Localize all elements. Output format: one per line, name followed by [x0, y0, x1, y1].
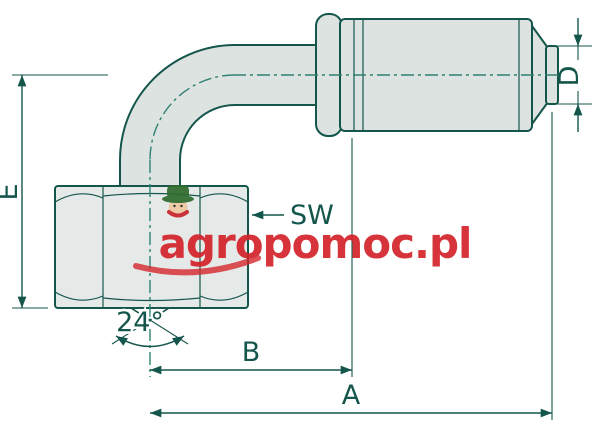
- nut-chamfer-arc: [199, 193, 249, 203]
- logo-swoosh: [133, 255, 261, 276]
- dimension-label-a: A: [342, 380, 361, 411]
- tube-body: [119, 44, 341, 189]
- nut-chamfer-arc: [54, 291, 104, 301]
- dimension-angle: 24°: [111, 305, 189, 348]
- dimension-b: B: [150, 138, 353, 377]
- angle-arc: [115, 335, 185, 348]
- nut-chamfer-arc: [102, 192, 201, 197]
- dimension-a: A: [150, 112, 553, 420]
- mascot-mustache: [167, 210, 189, 218]
- label-backing: [568, 60, 588, 91]
- watermark-text: agropomoc.pl: [159, 219, 472, 268]
- elbow-tube: [119, 44, 341, 189]
- mascot-hat-crown: [167, 185, 189, 199]
- dimension-sw: SW: [252, 198, 336, 234]
- hex-nut: [54, 185, 249, 321]
- dimension-label-d: D: [554, 66, 585, 87]
- dimension-label-b: B: [242, 337, 261, 368]
- watermark: agropomoc.pl: [133, 185, 472, 276]
- dimension-label-e: E: [0, 183, 24, 200]
- nut-chamfer-arc: [199, 291, 249, 301]
- nut-chamfer-arc: [102, 297, 201, 302]
- dimension-d: D: [552, 18, 592, 132]
- mascot-eye: [173, 204, 176, 208]
- centerline-bend: [149, 74, 236, 161]
- nut-chamfer-arc: [54, 193, 104, 203]
- dimension-label-angle: 24°: [116, 307, 164, 338]
- mascot-logo-icon: [133, 185, 261, 276]
- dimension-e: E: [0, 74, 108, 309]
- mascot-eye: [180, 204, 183, 208]
- dimension-label-sw: SW: [290, 200, 334, 231]
